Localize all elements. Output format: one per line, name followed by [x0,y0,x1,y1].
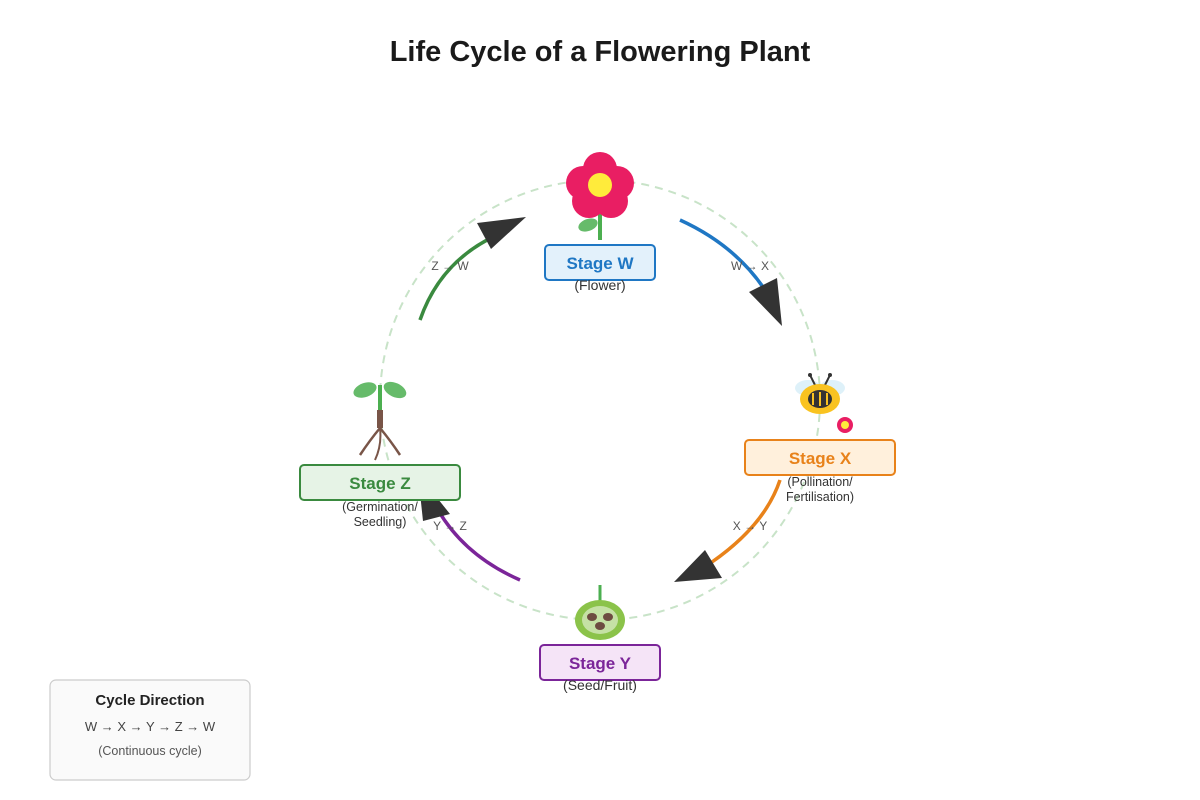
stage-x-label: Stage X [789,449,852,468]
flower-icon [566,152,634,240]
arrow-z-to-w-label: Z → W [431,259,469,273]
arrow-x-to-y-head [674,550,722,582]
arrow-w-to-x-head [749,278,782,326]
stage-y: Stage Y (Seed/Fruit) [539,585,661,693]
stage-w-description: (Flower) [574,277,625,293]
pollen-flower-icon [837,417,853,433]
arrow-x-to-y-label: X → Y [733,519,767,533]
stage-z: Stage Z (Germination/ Seedling) [299,381,461,529]
legend-title: Cycle Direction [95,692,204,709]
arrow-x-to-y: X → Y [674,479,782,582]
stage-y-label: Stage Y [569,654,632,673]
stage-y-box [539,644,661,681]
stage-z-box [299,464,461,501]
stage-x: Stage X (Pollination/ Fertilisation) [744,373,896,504]
page-title: Life Cycle of a Flowering Plant [390,36,811,68]
arrow-w-to-x-path [679,218,767,291]
stage-x-description-line2: Fertilisation) [786,490,854,504]
stage-x-description-line1: (Pollination/ [787,475,853,489]
stage-z-label: Stage Z [349,474,410,493]
stage-x-box [744,439,896,476]
arrow-z-to-w-head [477,217,526,249]
legend-note: (Continuous cycle) [98,744,202,758]
stage-w: Stage W (Flower) [544,152,656,293]
seedling-icon [353,381,407,461]
legend-sequence: W → X → Y → Z → W [85,719,216,734]
seed-fruit-icon [575,585,625,640]
legend: Cycle Direction W → X → Y → Z → W (Conti… [49,679,251,781]
legend-box [49,679,251,781]
arrow-y-to-z-label: Y → Z [433,519,467,533]
stage-w-label: Stage W [566,254,634,273]
stage-z-description-line1: (Germination/ [342,500,418,514]
bee-icon [795,373,845,414]
arrow-z-to-w: Z → W [418,217,526,321]
stage-w-box [544,244,656,281]
arrow-y-to-z-path [436,509,521,582]
arrow-w-to-x: W → X [679,218,782,326]
stage-y-description: (Seed/Fruit) [563,677,637,693]
stage-z-description-line2: Seedling) [354,515,407,529]
arrow-z-to-w-path [418,234,496,321]
arrow-w-to-x-label: W → X [731,259,769,273]
arrow-x-to-y-path [710,479,782,564]
